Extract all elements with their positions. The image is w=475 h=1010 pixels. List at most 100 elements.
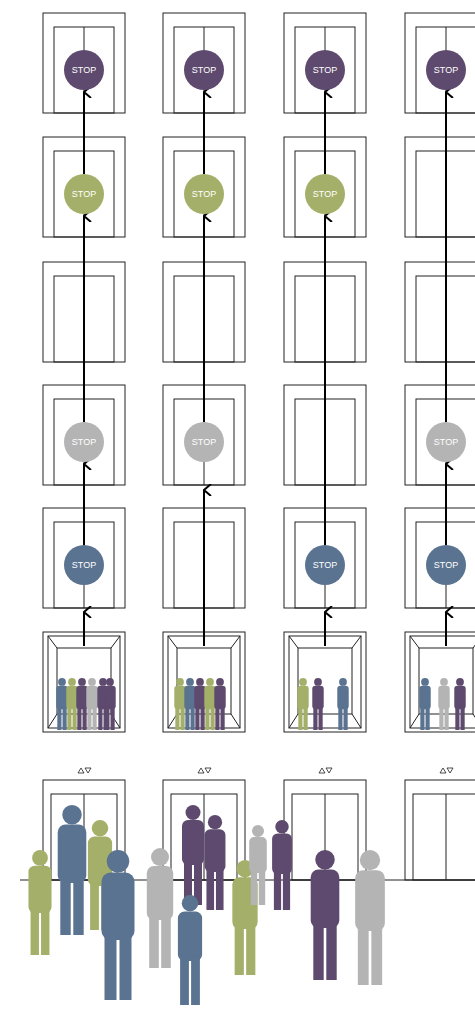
person-leg	[73, 707, 77, 730]
stop-circle: STOP	[64, 50, 104, 90]
person-torso	[272, 834, 292, 875]
person-head	[99, 678, 107, 686]
car-edge	[352, 636, 361, 648]
person-torso	[355, 870, 385, 931]
person-torso	[297, 686, 308, 709]
person-leg	[105, 933, 117, 1001]
stop-circle: STOP	[426, 422, 466, 462]
person-leg	[211, 707, 215, 730]
person-leg	[338, 707, 342, 730]
person-silhouette	[147, 848, 173, 968]
stop-label: STOP	[72, 66, 96, 75]
car-edge	[352, 714, 361, 728]
person-silhouette	[174, 678, 185, 730]
person-torso	[249, 837, 267, 873]
stop-label: STOP	[313, 190, 337, 199]
lobby-door-frame	[405, 780, 475, 880]
travel-arrow	[83, 464, 85, 545]
person-head	[32, 850, 48, 866]
person-silhouette	[204, 678, 215, 730]
person-head	[151, 848, 169, 866]
car-frame	[405, 632, 475, 732]
person-leg	[326, 922, 336, 981]
person-torso	[28, 866, 51, 913]
person-torso	[58, 825, 87, 884]
person-leg	[455, 707, 459, 730]
person-silhouette	[419, 678, 430, 730]
person-head	[339, 678, 347, 686]
car-arrow	[324, 612, 326, 646]
person-leg	[105, 707, 109, 730]
person-leg	[93, 707, 97, 730]
car-arrow	[203, 490, 205, 646]
person-head	[252, 825, 264, 837]
stop-label: STOP	[72, 438, 96, 447]
person-leg	[180, 956, 189, 1006]
stop-circle: STOP	[184, 422, 224, 462]
person-torso	[104, 686, 115, 709]
lobby-door	[413, 794, 475, 880]
stop-circle: STOP	[64, 174, 104, 214]
car-edge	[231, 714, 240, 728]
person-leg	[67, 707, 71, 730]
person-head	[206, 678, 214, 686]
person-torso	[337, 686, 348, 709]
person-head	[208, 815, 222, 829]
person-silhouette	[232, 860, 257, 975]
car-edge	[410, 714, 419, 728]
person-leg	[120, 933, 132, 1001]
person-head	[182, 895, 199, 912]
person-silhouette	[58, 805, 87, 935]
hall-down-indicator	[205, 768, 211, 773]
person-head	[196, 678, 204, 686]
person-torso	[76, 686, 87, 709]
hall-up-indicator	[440, 768, 446, 773]
person-silhouette	[311, 850, 340, 980]
stop-circle: STOP	[426, 50, 466, 90]
travel-arrow	[445, 92, 447, 422]
stop-label: STOP	[192, 438, 216, 447]
person-leg	[251, 869, 257, 905]
stop-circle: STOP	[305, 545, 345, 585]
person-head	[216, 678, 224, 686]
car-back-wall	[177, 648, 231, 714]
person-silhouette	[104, 678, 115, 730]
person-silhouette	[312, 678, 323, 730]
person-torso	[419, 686, 430, 709]
car-frame	[284, 632, 366, 732]
stop-circle: STOP	[184, 50, 224, 90]
hall-up-indicator	[78, 768, 84, 773]
car-arrow	[83, 612, 85, 646]
person-torso	[205, 829, 226, 872]
person-leg	[90, 881, 99, 931]
car-edge	[473, 714, 475, 728]
person-leg	[161, 914, 171, 968]
floor-frame	[405, 508, 475, 608]
person-silhouette	[272, 820, 292, 910]
person-head	[78, 678, 86, 686]
person-leg	[63, 707, 67, 730]
person-leg	[313, 922, 323, 981]
person-torso	[204, 686, 215, 709]
person-head	[58, 678, 66, 686]
person-head	[440, 678, 448, 686]
hall-up-indicator	[319, 768, 325, 773]
floor-frame	[405, 385, 475, 485]
lobby-door-frame	[284, 780, 366, 880]
person-silhouette	[86, 678, 97, 730]
person-torso	[438, 686, 449, 709]
person-leg	[201, 707, 205, 730]
person-silhouette	[355, 850, 385, 985]
stop-label: STOP	[72, 190, 96, 199]
person-leg	[181, 707, 185, 730]
stop-label: STOP	[434, 438, 458, 447]
person-leg	[60, 877, 70, 936]
person-leg	[205, 707, 209, 730]
car-edge	[289, 714, 298, 728]
person-leg	[98, 707, 102, 730]
person-head	[107, 850, 130, 873]
person-leg	[246, 923, 255, 975]
